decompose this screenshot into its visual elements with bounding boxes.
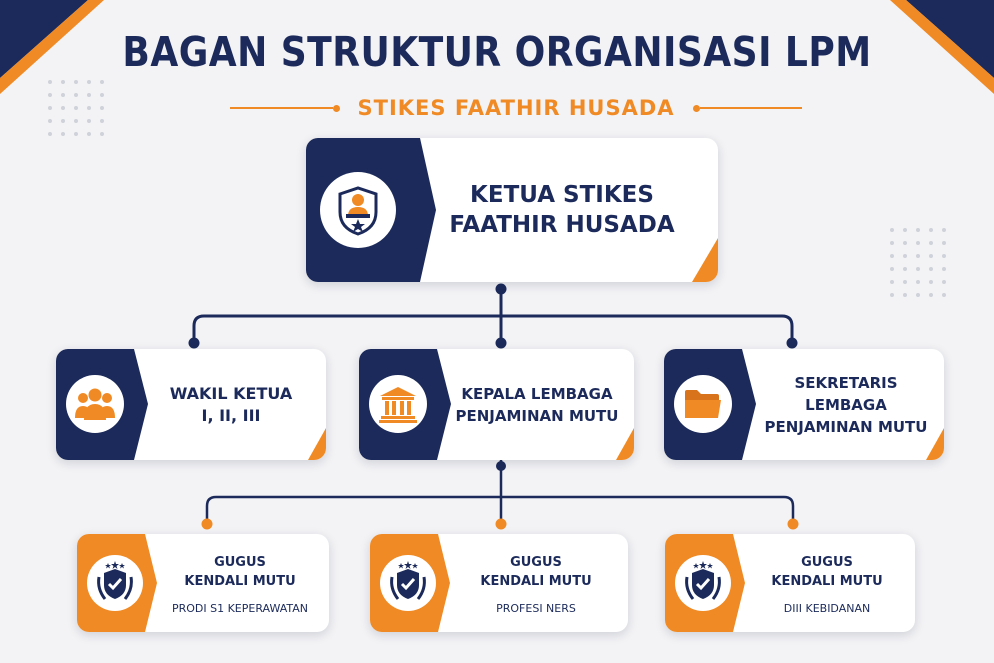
gugus-s1-label: GUGUS KENDALI MUTU PRODI S1 KEPERAWATAN bbox=[157, 544, 323, 626]
gugus-s1-line1: GUGUS bbox=[214, 554, 266, 570]
page-title: BAGAN STRUKTUR ORGANISASI LPM bbox=[122, 28, 872, 76]
gugus-diii-program: DIII KEBIDANAN bbox=[783, 601, 871, 615]
gugus-ners-line2: KENDALI MUTU bbox=[480, 573, 592, 589]
dot-grid-decoration-right bbox=[890, 228, 946, 297]
quality-shield-laurel-icon bbox=[97, 561, 133, 600]
bottom-icon-circle bbox=[87, 555, 143, 611]
subtitle-line-left bbox=[230, 107, 333, 109]
corner-decoration-top-right bbox=[890, 0, 994, 94]
middle-icon-circle bbox=[66, 375, 124, 433]
folder-icon bbox=[685, 390, 721, 418]
card-corner-accent bbox=[692, 238, 718, 282]
top-card-line2: FAATHIR HUSADA bbox=[449, 212, 675, 238]
wakil-ketua-line1: WAKIL KETUA bbox=[169, 383, 293, 403]
quality-shield-laurel-icon bbox=[390, 561, 426, 600]
node-gugus-diii-kebidanan: GUGUS KENDALI MUTU DIII KEBIDANAN bbox=[665, 534, 915, 632]
wakil-ketua-label: WAKIL KETUA I, II, III bbox=[148, 349, 314, 460]
top-card-line1: KETUA STIKES bbox=[470, 182, 654, 208]
gugus-s1-program: PRODI S1 KEPERAWATAN bbox=[171, 601, 309, 615]
gugus-ners-program: PROFESI NERS bbox=[496, 601, 576, 615]
node-wakil-ketua: WAKIL KETUA I, II, III bbox=[56, 349, 326, 460]
page-subtitle: STIKES FAATHIR HUSADA bbox=[357, 96, 675, 120]
leader-podium-shield-icon bbox=[338, 186, 378, 236]
sekretaris-lembaga-label: SEKRETARIS LEMBAGA PENJAMINAN MUTU bbox=[756, 349, 936, 460]
dot-grid-decoration-left bbox=[48, 80, 104, 136]
gugus-s1-line2: KENDALI MUTU bbox=[184, 573, 296, 589]
bottom-icon-circle bbox=[675, 555, 731, 611]
subtitle-line-right bbox=[699, 107, 803, 109]
group-users-icon bbox=[75, 388, 115, 420]
kepala-lembaga-line1: KEPALA LEMBAGA bbox=[461, 384, 613, 403]
node-ketua-stikes: KETUA STIKES FAATHIR HUSADA bbox=[306, 138, 718, 282]
middle-icon-circle bbox=[369, 375, 427, 433]
subtitle-banner: STIKES FAATHIR HUSADA bbox=[230, 94, 803, 122]
corner-decoration-top-left bbox=[0, 0, 104, 94]
wakil-ketua-line2: I, II, III bbox=[201, 405, 261, 425]
subtitle-dot-left bbox=[332, 104, 340, 112]
card-corner-accent bbox=[616, 428, 634, 460]
subtitle-dot-right bbox=[692, 104, 700, 112]
sekretaris-lembaga-line1: SEKRETARIS LEMBAGA bbox=[794, 373, 898, 414]
bottom-icon-circle bbox=[380, 555, 436, 611]
institution-building-icon bbox=[379, 387, 417, 423]
node-gugus-profesi-ners: GUGUS KENDALI MUTU PROFESI NERS bbox=[370, 534, 628, 632]
card-corner-accent bbox=[926, 428, 944, 460]
card-corner-accent bbox=[308, 428, 326, 460]
node-kepala-lembaga: KEPALA LEMBAGA PENJAMINAN MUTU bbox=[359, 349, 634, 460]
gugus-diii-line2: KENDALI MUTU bbox=[771, 573, 883, 589]
top-card-label: KETUA STIKES FAATHIR HUSADA bbox=[436, 138, 688, 282]
top-icon-circle bbox=[320, 172, 396, 248]
gugus-diii-line1: GUGUS bbox=[801, 554, 853, 570]
gugus-ners-line1: GUGUS bbox=[510, 554, 562, 570]
node-gugus-s1-keperawatan: GUGUS KENDALI MUTU PRODI S1 KEPERAWATAN bbox=[77, 534, 329, 632]
gugus-ners-label: GUGUS KENDALI MUTU PROFESI NERS bbox=[450, 544, 622, 626]
node-sekretaris-lembaga: SEKRETARIS LEMBAGA PENJAMINAN MUTU bbox=[664, 349, 944, 460]
kepala-lembaga-label: KEPALA LEMBAGA PENJAMINAN MUTU bbox=[451, 349, 623, 460]
sekretaris-lembaga-line2: PENJAMINAN MUTU bbox=[764, 417, 928, 436]
kepala-lembaga-line2: PENJAMINAN MUTU bbox=[455, 406, 619, 425]
quality-shield-laurel-icon bbox=[685, 561, 721, 600]
gugus-diii-label: GUGUS KENDALI MUTU DIII KEBIDANAN bbox=[745, 544, 909, 626]
middle-icon-circle bbox=[674, 375, 732, 433]
